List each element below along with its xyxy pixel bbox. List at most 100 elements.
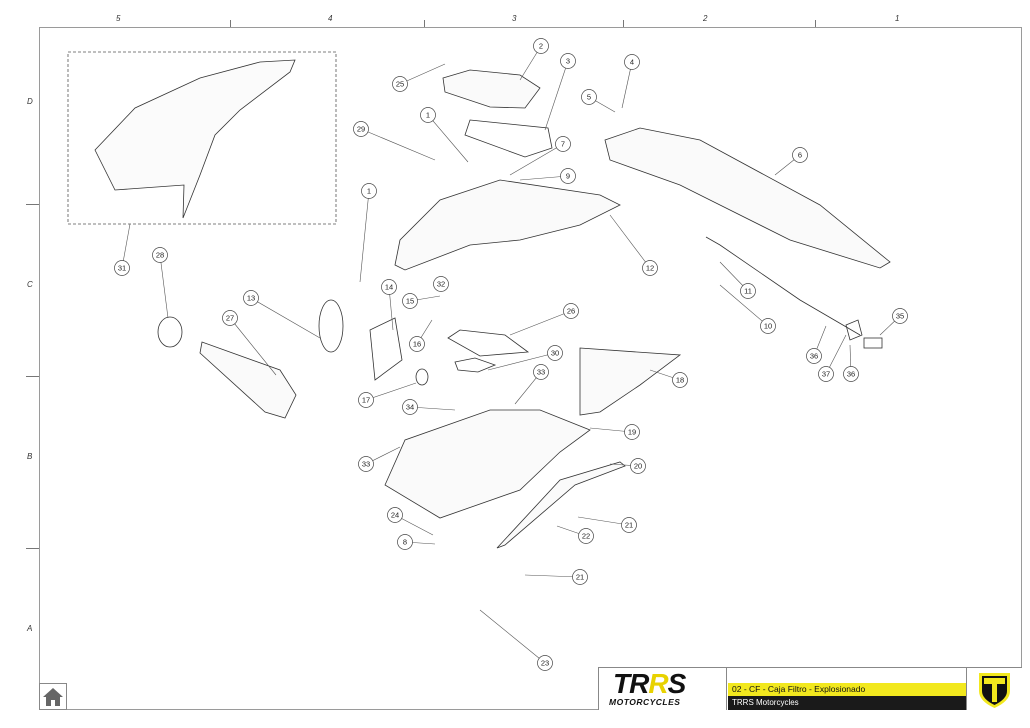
callout-number: 35 — [896, 312, 904, 321]
wiring-harness — [705, 236, 861, 336]
callout-number: 21 — [625, 521, 633, 530]
leader-line — [399, 63, 446, 85]
callout-number: 8 — [403, 538, 407, 547]
callout-number: 34 — [406, 403, 414, 412]
logo-wordmark: TRRS — [613, 668, 686, 699]
callout-26: 26 — [563, 303, 579, 319]
callout-number: 9 — [566, 172, 570, 181]
leader-line — [365, 382, 417, 401]
callout-number: 6 — [798, 151, 802, 160]
column-zone-1: 1 — [895, 14, 900, 23]
callout-4: 4 — [624, 54, 640, 70]
callout-7: 7 — [555, 136, 571, 152]
callout-35: 35 — [892, 308, 908, 324]
callout-36: 36 — [806, 348, 822, 364]
callout-11: 11 — [740, 283, 756, 299]
callout-number: 12 — [646, 264, 654, 273]
callout-number: 5 — [587, 93, 591, 102]
callout-number: 24 — [391, 511, 399, 520]
part-12-airbox-upper — [394, 179, 621, 271]
part-27-intake-boot — [199, 341, 297, 419]
part-26-plate — [447, 329, 530, 357]
zone-divider — [26, 548, 39, 549]
leader-line — [544, 60, 569, 131]
logo-subtitle: MOTORCYCLES — [609, 697, 681, 707]
leader-line — [479, 609, 546, 664]
column-zone-3: 3 — [512, 14, 517, 23]
leader-line — [250, 297, 321, 339]
callout-number: 33 — [537, 368, 545, 377]
callout-number: 20 — [634, 462, 642, 471]
leader-line — [509, 143, 564, 176]
callout-number: 14 — [385, 283, 393, 292]
leader-line — [360, 128, 436, 161]
callout-23: 23 — [537, 655, 553, 671]
home-button[interactable] — [39, 683, 67, 710]
leader-line — [229, 317, 277, 376]
callout-number: 37 — [822, 370, 830, 379]
part-18-side-panel — [579, 347, 682, 416]
callout-number: 29 — [357, 125, 365, 134]
callout-number: 2 — [539, 42, 543, 51]
callout-25: 25 — [392, 76, 408, 92]
callout-number: 1 — [426, 111, 430, 120]
part-37-bracket — [845, 319, 863, 341]
home-icon — [43, 688, 63, 706]
callout-15: 15 — [402, 293, 418, 309]
callout-number: 26 — [567, 307, 575, 316]
part-13-filter-cage — [318, 299, 344, 353]
part-17-filter-nut — [415, 368, 429, 386]
part-35-connector — [863, 337, 883, 349]
assembled-airbox-part — [94, 59, 296, 219]
callout-8: 8 — [397, 534, 413, 550]
callout-number: 36 — [810, 352, 818, 361]
callout-18: 18 — [672, 372, 688, 388]
drawing-title: 02 - CF - Caja Filtro - Explosionado — [728, 683, 966, 696]
part-2-cover — [442, 69, 541, 109]
callout-number: 22 — [582, 532, 590, 541]
callout-2: 2 — [533, 38, 549, 54]
zone-divider — [26, 376, 39, 377]
callout-20: 20 — [630, 458, 646, 474]
callout-number: 16 — [413, 340, 421, 349]
part-20-mudguard — [496, 461, 626, 549]
callout-3: 3 — [560, 53, 576, 69]
callout-number: 28 — [156, 251, 164, 260]
callout-number: 33 — [362, 460, 370, 469]
callout-number: 25 — [396, 80, 404, 89]
callout-number: 19 — [628, 428, 636, 437]
callout-34: 34 — [402, 399, 418, 415]
callout-number: 18 — [676, 376, 684, 385]
part-3-gasket — [464, 119, 553, 158]
part-28-clamp — [157, 316, 183, 348]
part-6-rear-fender — [604, 127, 891, 269]
leader-line — [427, 114, 469, 163]
callout-27: 27 — [222, 310, 238, 326]
shield-icon — [979, 673, 1010, 708]
callout-36: 36 — [843, 366, 859, 382]
callout-6: 6 — [792, 147, 808, 163]
callout-10: 10 — [760, 318, 776, 334]
callout-14: 14 — [381, 279, 397, 295]
drawing-frame — [39, 27, 1022, 710]
callout-number: 17 — [362, 396, 370, 405]
callout-number: 4 — [630, 58, 634, 67]
row-zone-b: B — [27, 452, 33, 461]
leader-lines — [121, 45, 901, 664]
callout-33: 33 — [533, 364, 549, 380]
row-zone-c: C — [27, 280, 33, 289]
leader-line — [359, 190, 370, 283]
callout-22: 22 — [578, 528, 594, 544]
callout-number: 27 — [226, 314, 234, 323]
callout-31: 31 — [114, 260, 130, 276]
callout-21: 21 — [621, 517, 637, 533]
zone-divider — [230, 20, 231, 27]
callout-number: 3 — [566, 57, 570, 66]
callout-24: 24 — [387, 507, 403, 523]
callout-number: 21 — [576, 573, 584, 582]
callout-21: 21 — [572, 569, 588, 585]
column-zone-4: 4 — [328, 14, 333, 23]
leader-line — [524, 574, 581, 578]
